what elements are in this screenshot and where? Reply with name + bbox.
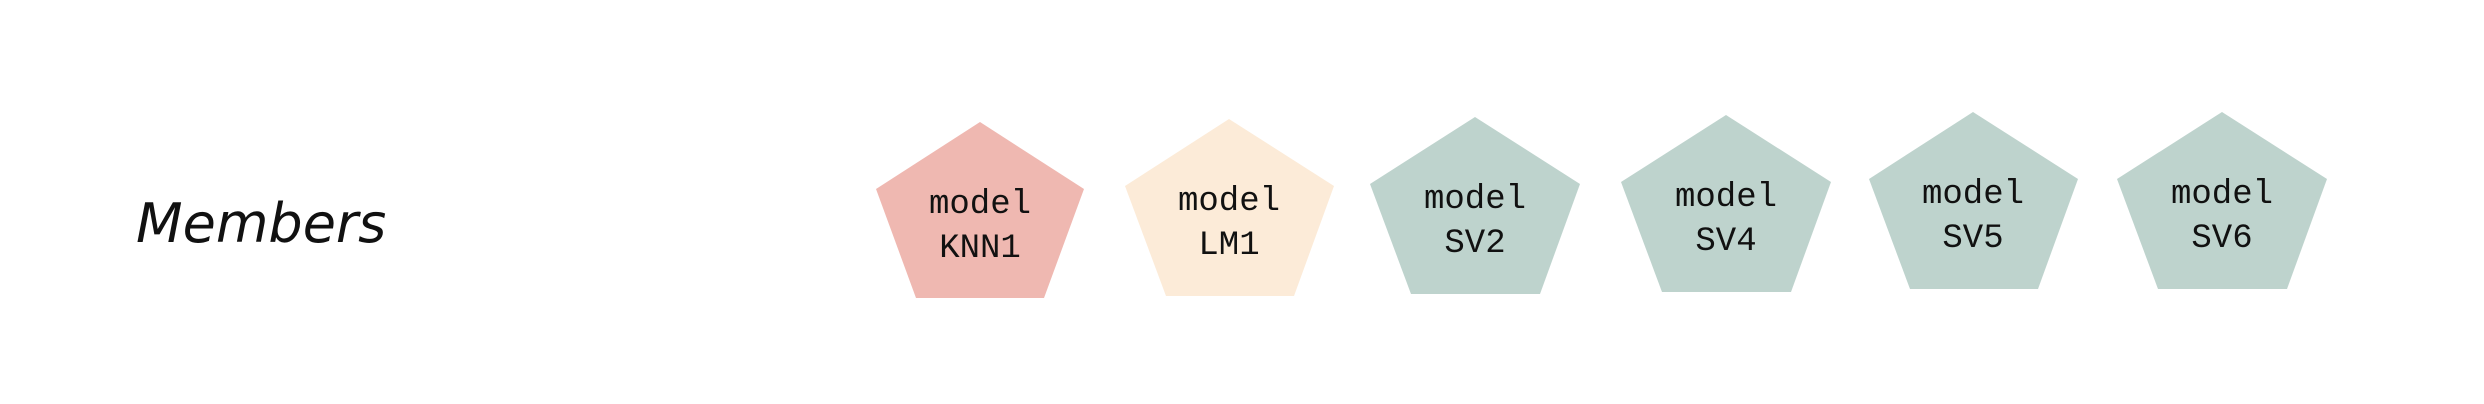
model-sv5: model SV5 [1869,112,2078,289]
pentagon-shape [2117,112,2327,289]
model-label-line2: SV4 [1695,223,1756,261]
pentagon-shape [1125,119,1334,296]
model-label-line1: model [929,186,1031,224]
model-label-line1: model [1424,181,1526,219]
model-lm1: model LM1 [1125,119,1334,296]
model-knn1: model KNN1 [876,122,1084,298]
members-label: Members [136,192,386,255]
pentagon-shape [1869,112,2078,289]
model-label-line2: SV2 [1444,225,1505,263]
model-label-line2: LM1 [1198,227,1259,265]
model-label-line2: SV6 [2191,220,2252,258]
pentagon-shape [876,122,1084,298]
model-label-line2: SV5 [1942,220,2003,258]
model-label-line1: model [1675,179,1777,217]
model-sv6: model SV6 [2117,112,2327,289]
model-label-line1: model [1178,183,1280,221]
pentagon-shape [1621,115,1831,292]
pentagon-shape [1370,117,1580,294]
model-sv4: model SV4 [1621,115,1831,292]
model-sv2: model SV2 [1370,117,1580,294]
model-label-line2: KNN1 [939,230,1021,268]
model-label-line1: model [2171,176,2273,214]
model-label-line1: model [1922,176,2024,214]
